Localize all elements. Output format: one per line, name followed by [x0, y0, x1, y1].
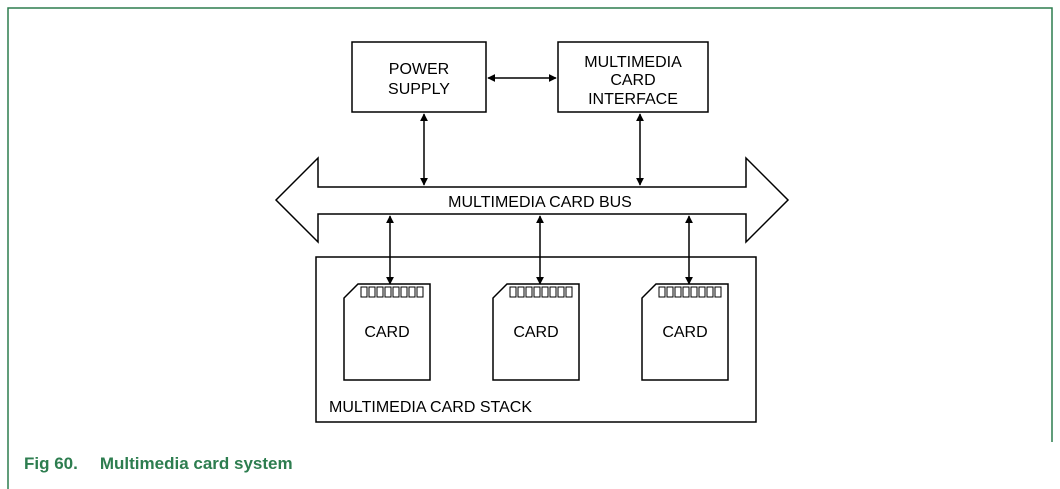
card-interface-box: MULTIMEDIA CARD INTERFACE — [557, 41, 709, 113]
interface-label-line3: INTERFACE — [588, 91, 678, 108]
power-supply-label-line2: SUPPLY — [388, 81, 450, 98]
figure-caption: Fig 60. Multimedia card system — [24, 454, 293, 474]
card-1-label: CARD — [364, 324, 409, 341]
card-stack-label: MULTIMEDIA CARD STACK — [329, 399, 532, 416]
card-2-label: CARD — [513, 324, 558, 341]
card-2: CARD — [492, 283, 580, 381]
figure-number: Fig 60. — [24, 454, 78, 473]
bus-label: MULTIMEDIA CARD BUS — [448, 194, 632, 211]
figure-title: Multimedia card system — [99, 454, 293, 473]
card-bus: MULTIMEDIA CARD BUS — [274, 156, 790, 244]
interface-label-line2: CARD — [610, 72, 655, 89]
power-supply-label-line1: POWER — [389, 61, 449, 78]
card-1: CARD — [343, 283, 431, 381]
interface-label-line1: MULTIMEDIA — [584, 54, 682, 71]
card-3: CARD — [641, 283, 729, 381]
power-supply-box: POWER SUPPLY — [351, 41, 487, 113]
card-3-label: CARD — [662, 324, 707, 341]
